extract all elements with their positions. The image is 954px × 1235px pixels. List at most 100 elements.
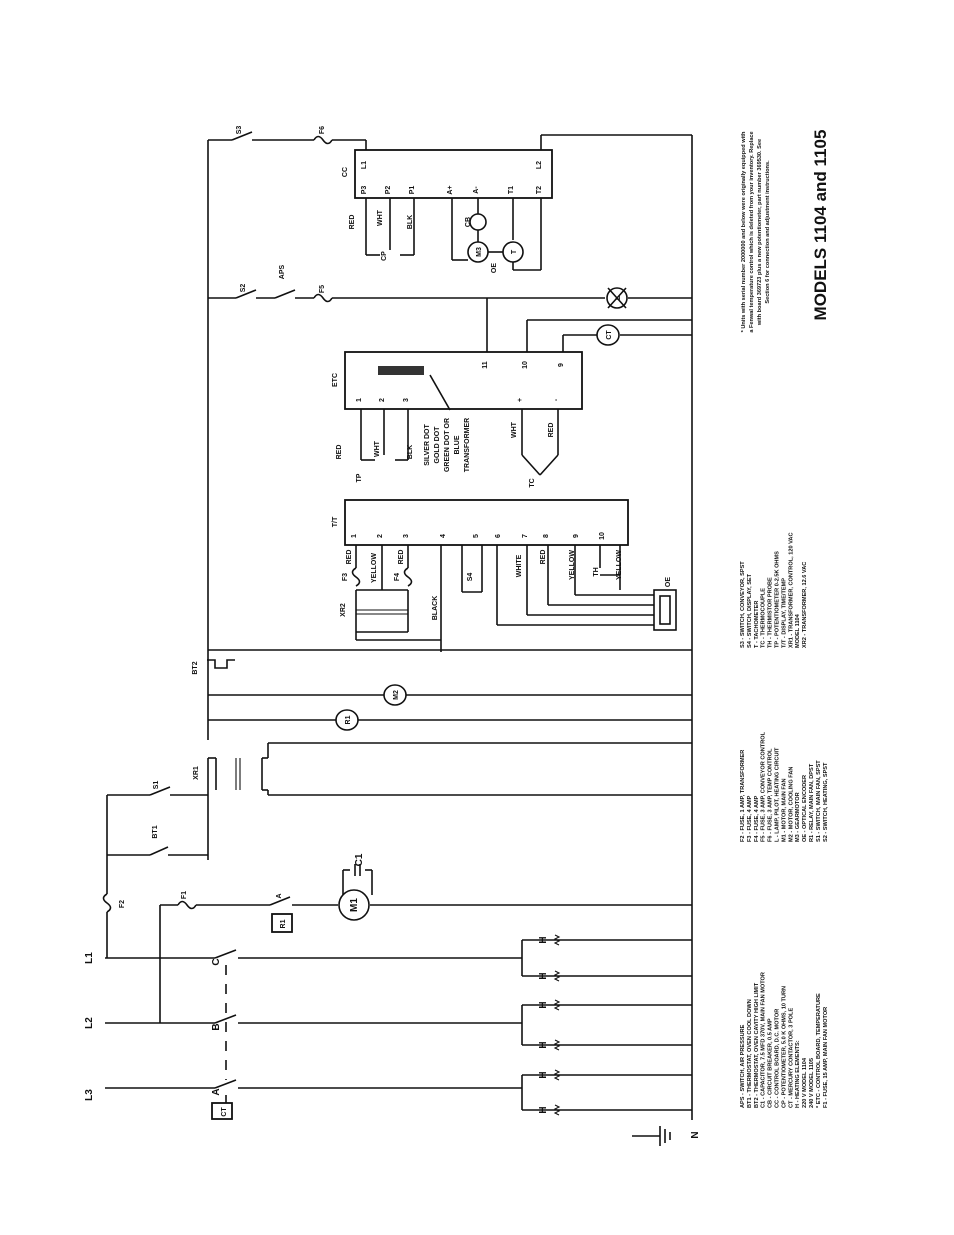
heater-label: H (538, 1001, 549, 1008)
line-label-n: N (690, 1131, 701, 1138)
cc-terminal: T2 (536, 186, 543, 194)
ct-box (211, 1102, 233, 1120)
cc-wire-red: RED (349, 215, 356, 230)
tt-terminal: 9 (573, 534, 580, 538)
tt-wire-white: WHITE (516, 554, 523, 577)
legend-col3-item: TH - THERMISTOR PROBE (768, 577, 774, 648)
etc-terminal: 2 (379, 398, 386, 402)
switch-s4-label: S4 (467, 573, 474, 582)
tt-wire-red1: RED (346, 550, 353, 565)
a-contact-label: A (276, 893, 283, 898)
fuses (102, 135, 413, 913)
bt2-symbol (207, 659, 235, 669)
footnote-line: with board 369723 plus a new potentiomet… (757, 139, 763, 326)
etc-wire-red2: RED (548, 423, 555, 438)
etc-terminal: 9 (558, 363, 565, 367)
fuse-f6-label: F6 (319, 126, 326, 134)
fuse-f4-label: F4 (394, 573, 401, 581)
legend-col1-item: CC - CONTROL BOARD, D.C. MOTOR (775, 1009, 781, 1108)
etc-terminal: + (517, 398, 524, 402)
cc-terminal: T1 (508, 186, 515, 194)
relay-r1-label: R1 (345, 715, 352, 724)
tt-oe-label: OE (665, 577, 672, 587)
etc-wire-wht2: WHT (511, 421, 518, 438)
legend-col3-item: S4 - SWITCH, DISPLAY, SET (747, 573, 753, 648)
line-label-l2: L2 (84, 1017, 95, 1029)
etc-tp-label: TP (356, 473, 363, 482)
legend-col2-item: F5 - FUSE, 3 AMP, CONVEYOR CONTROL (761, 731, 767, 842)
cc-cp-label: CP (381, 251, 388, 261)
etc-tc-label: TC (529, 478, 536, 487)
legend-col1-item: C1 - CAPACITOR, 7.5 MFD 370V, MAIN FAN M… (761, 972, 767, 1108)
tt-terminal: 3 (403, 534, 410, 538)
etc-terminal: 11 (482, 361, 489, 369)
legend-col2-item: M3 - GEARMOTOR (795, 792, 801, 842)
tt-wire-yellow2: YELLOW (569, 550, 576, 580)
cc-wire-blk: BLK (407, 215, 414, 229)
fuse-f5-label: F5 (319, 285, 326, 293)
legend-col2-item: R1 - RELAY, MAIN FAN, DPST (809, 763, 815, 842)
tt-terminal: 10 (599, 532, 606, 540)
heater-label: H (538, 1041, 549, 1048)
etc-wire-blk: BLK (407, 445, 414, 459)
etc-dot-note: SILVER DOT (424, 424, 431, 466)
heater-label: H (538, 936, 549, 943)
cc-terminal: L2 (536, 161, 543, 169)
legend-col1-item: * ETC - CONTROL BOARD, TEMPERATURE (816, 993, 822, 1108)
line-label-l3: L3 (84, 1089, 95, 1101)
cc-cb-label: CB (465, 217, 472, 227)
etc-terminal: 1 (356, 398, 363, 402)
r1-box (271, 913, 293, 933)
xr2-transformer (355, 545, 441, 641)
etc-terminal: 10 (522, 361, 529, 369)
heaters (553, 934, 561, 1116)
legend-col1-item: F1 - FUSE, 15 AMP, MAIN FAN MOTOR (823, 1007, 829, 1108)
legend-col3-item: TP - POTENTIOMETER 0-2.5K OHMS (775, 551, 781, 648)
etc-terminal: - (553, 398, 560, 401)
legend-col3-item: T - TACHOMETER (754, 601, 760, 648)
footnote-line: a Fenwal temperature control which is de… (749, 131, 755, 332)
cc-terminal: A+ (447, 185, 454, 194)
legend-col2-item: M2 - MOTOR, COOLING FAN (788, 767, 794, 842)
heater-label: H (538, 972, 549, 979)
tt-terminal: 2 (377, 534, 384, 538)
cc-terminal: P3 (361, 186, 368, 195)
cc-label: CC (342, 167, 349, 177)
legend-col1-item: CP - POTENTIOMETER, 5.0 K OHMS, 10 TURN (781, 986, 787, 1108)
ct-coil-symbol (596, 324, 620, 346)
motor-m2-label: M2 (393, 690, 400, 700)
tt-terminal: 5 (473, 534, 480, 538)
bt2-label: BT2 (192, 661, 199, 674)
tt-wire-red2: RED (398, 550, 405, 565)
xr1-label: XR1 (193, 766, 200, 780)
heater-label: H (538, 1106, 549, 1113)
legend-col2-item: F2 - FUSE, 1 AMP, TRANSFORMER (740, 750, 746, 842)
pilot-lamp-symbol (606, 287, 628, 309)
tt-wire-red3: RED (540, 550, 547, 565)
etc-dot-note: BLUE (454, 435, 461, 454)
footnote-line: * Units with serial number 2000000 and b… (741, 131, 747, 332)
ground-symbol (632, 1126, 671, 1146)
legend-col3-item: T/T - DISPLAY, TIME/TEMP (781, 578, 787, 648)
cc-terminal: P2 (385, 186, 392, 195)
legend-col2-item: F6 - FUSE, 3 AMP, TEMP CONTROL (768, 748, 774, 842)
cc-m3-label: M3 (476, 247, 483, 257)
main-wiring (105, 131, 693, 1120)
legend-col1-item: BT2 - THERMOSTAT, OVEN CAVITY HIGH LIMIT (754, 982, 760, 1108)
cc-board (354, 149, 553, 271)
diagram-title: MODELS 1104 and 1105 (811, 130, 830, 321)
fuse-f1-label: F1 (181, 891, 188, 899)
c1-label: C1 (354, 853, 365, 866)
cc-t-label: T (511, 249, 518, 254)
legend-col1-item: BT1 - THERMOSTAT, OVEN COOL DOWN (747, 999, 753, 1108)
footnote-line: Section 6 for connection and adjustment … (765, 160, 771, 304)
motor-m2-symbol (383, 684, 407, 706)
cc-l-label: L (615, 295, 622, 300)
legend-col2-item: OE - OPTICAL ENCODER (802, 775, 808, 842)
etc-dot-note: GREEN DOT OR (444, 418, 451, 472)
legend-col3-item: S3 - SWITCH, CONVEYOR, SPST (740, 561, 746, 648)
tt-wire-yellow: YELLOW (371, 553, 378, 583)
r1-label: R1 (280, 919, 287, 928)
legend-col1-item: 220 V MODEL 1104 (802, 1057, 808, 1108)
